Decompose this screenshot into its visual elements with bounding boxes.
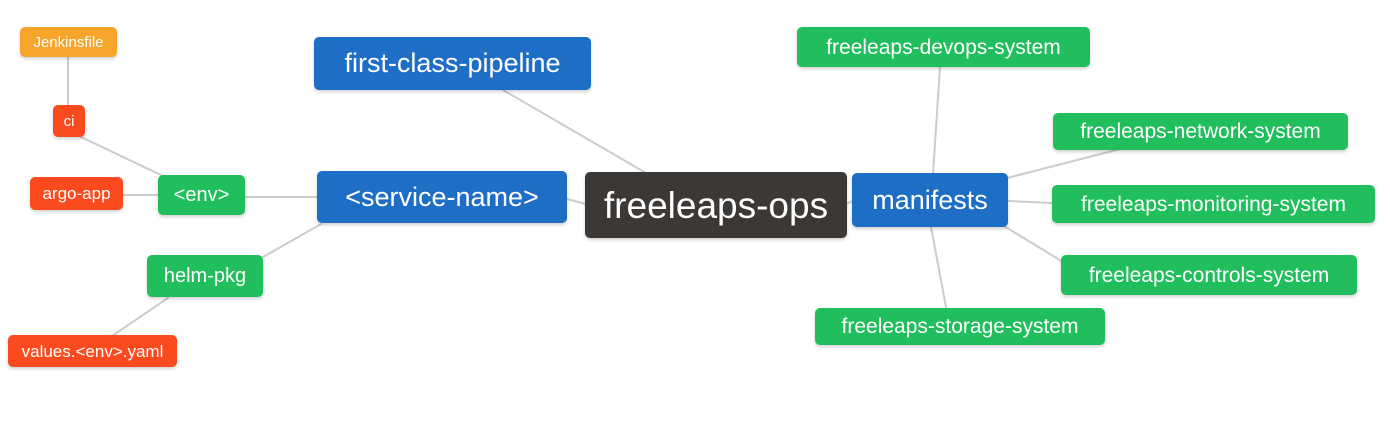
edge-ops-manifests	[845, 200, 854, 205]
node-freeleaps-network-system[interactable]: freeleaps-network-system	[1053, 113, 1348, 150]
node-argo-app[interactable]: argo-app	[30, 177, 123, 210]
edge-values-helm-pkg	[111, 297, 169, 337]
edge-manifests-monitoring	[1007, 200, 1053, 204]
node-jenkinsfile[interactable]: Jenkinsfile	[20, 27, 117, 57]
edge-manifests-storage	[930, 226, 947, 308]
node-freeleaps-monitoring-system[interactable]: freeleaps-monitoring-system	[1052, 185, 1375, 223]
node-service-name[interactable]: <service-name>	[317, 171, 567, 223]
edge-ci-env	[78, 135, 164, 177]
node-helm-pkg[interactable]: helm-pkg	[147, 255, 263, 297]
edge-manifests-controls	[1003, 225, 1064, 263]
edge-service-name-ops	[566, 198, 587, 205]
edge-manifests-devops	[932, 66, 941, 175]
node-freeleaps-ops-root[interactable]: freeleaps-ops	[585, 172, 847, 238]
node-freeleaps-controls-system[interactable]: freeleaps-controls-system	[1061, 255, 1357, 295]
node-freeleaps-storage-system[interactable]: freeleaps-storage-system	[815, 308, 1105, 345]
node-values-env-yaml[interactable]: values.<env>.yaml	[8, 335, 177, 367]
node-manifests[interactable]: manifests	[852, 173, 1008, 227]
edge-manifests-network	[1006, 148, 1121, 179]
edge-helm-pkg-service-name	[262, 223, 322, 258]
node-first-class-pipeline[interactable]: first-class-pipeline	[314, 37, 591, 90]
node-freeleaps-devops-system[interactable]: freeleaps-devops-system	[797, 27, 1090, 67]
node-ci[interactable]: ci	[53, 105, 85, 137]
edge-pipeline-freeleaps-ops	[502, 89, 647, 174]
node-env[interactable]: <env>	[158, 175, 245, 215]
